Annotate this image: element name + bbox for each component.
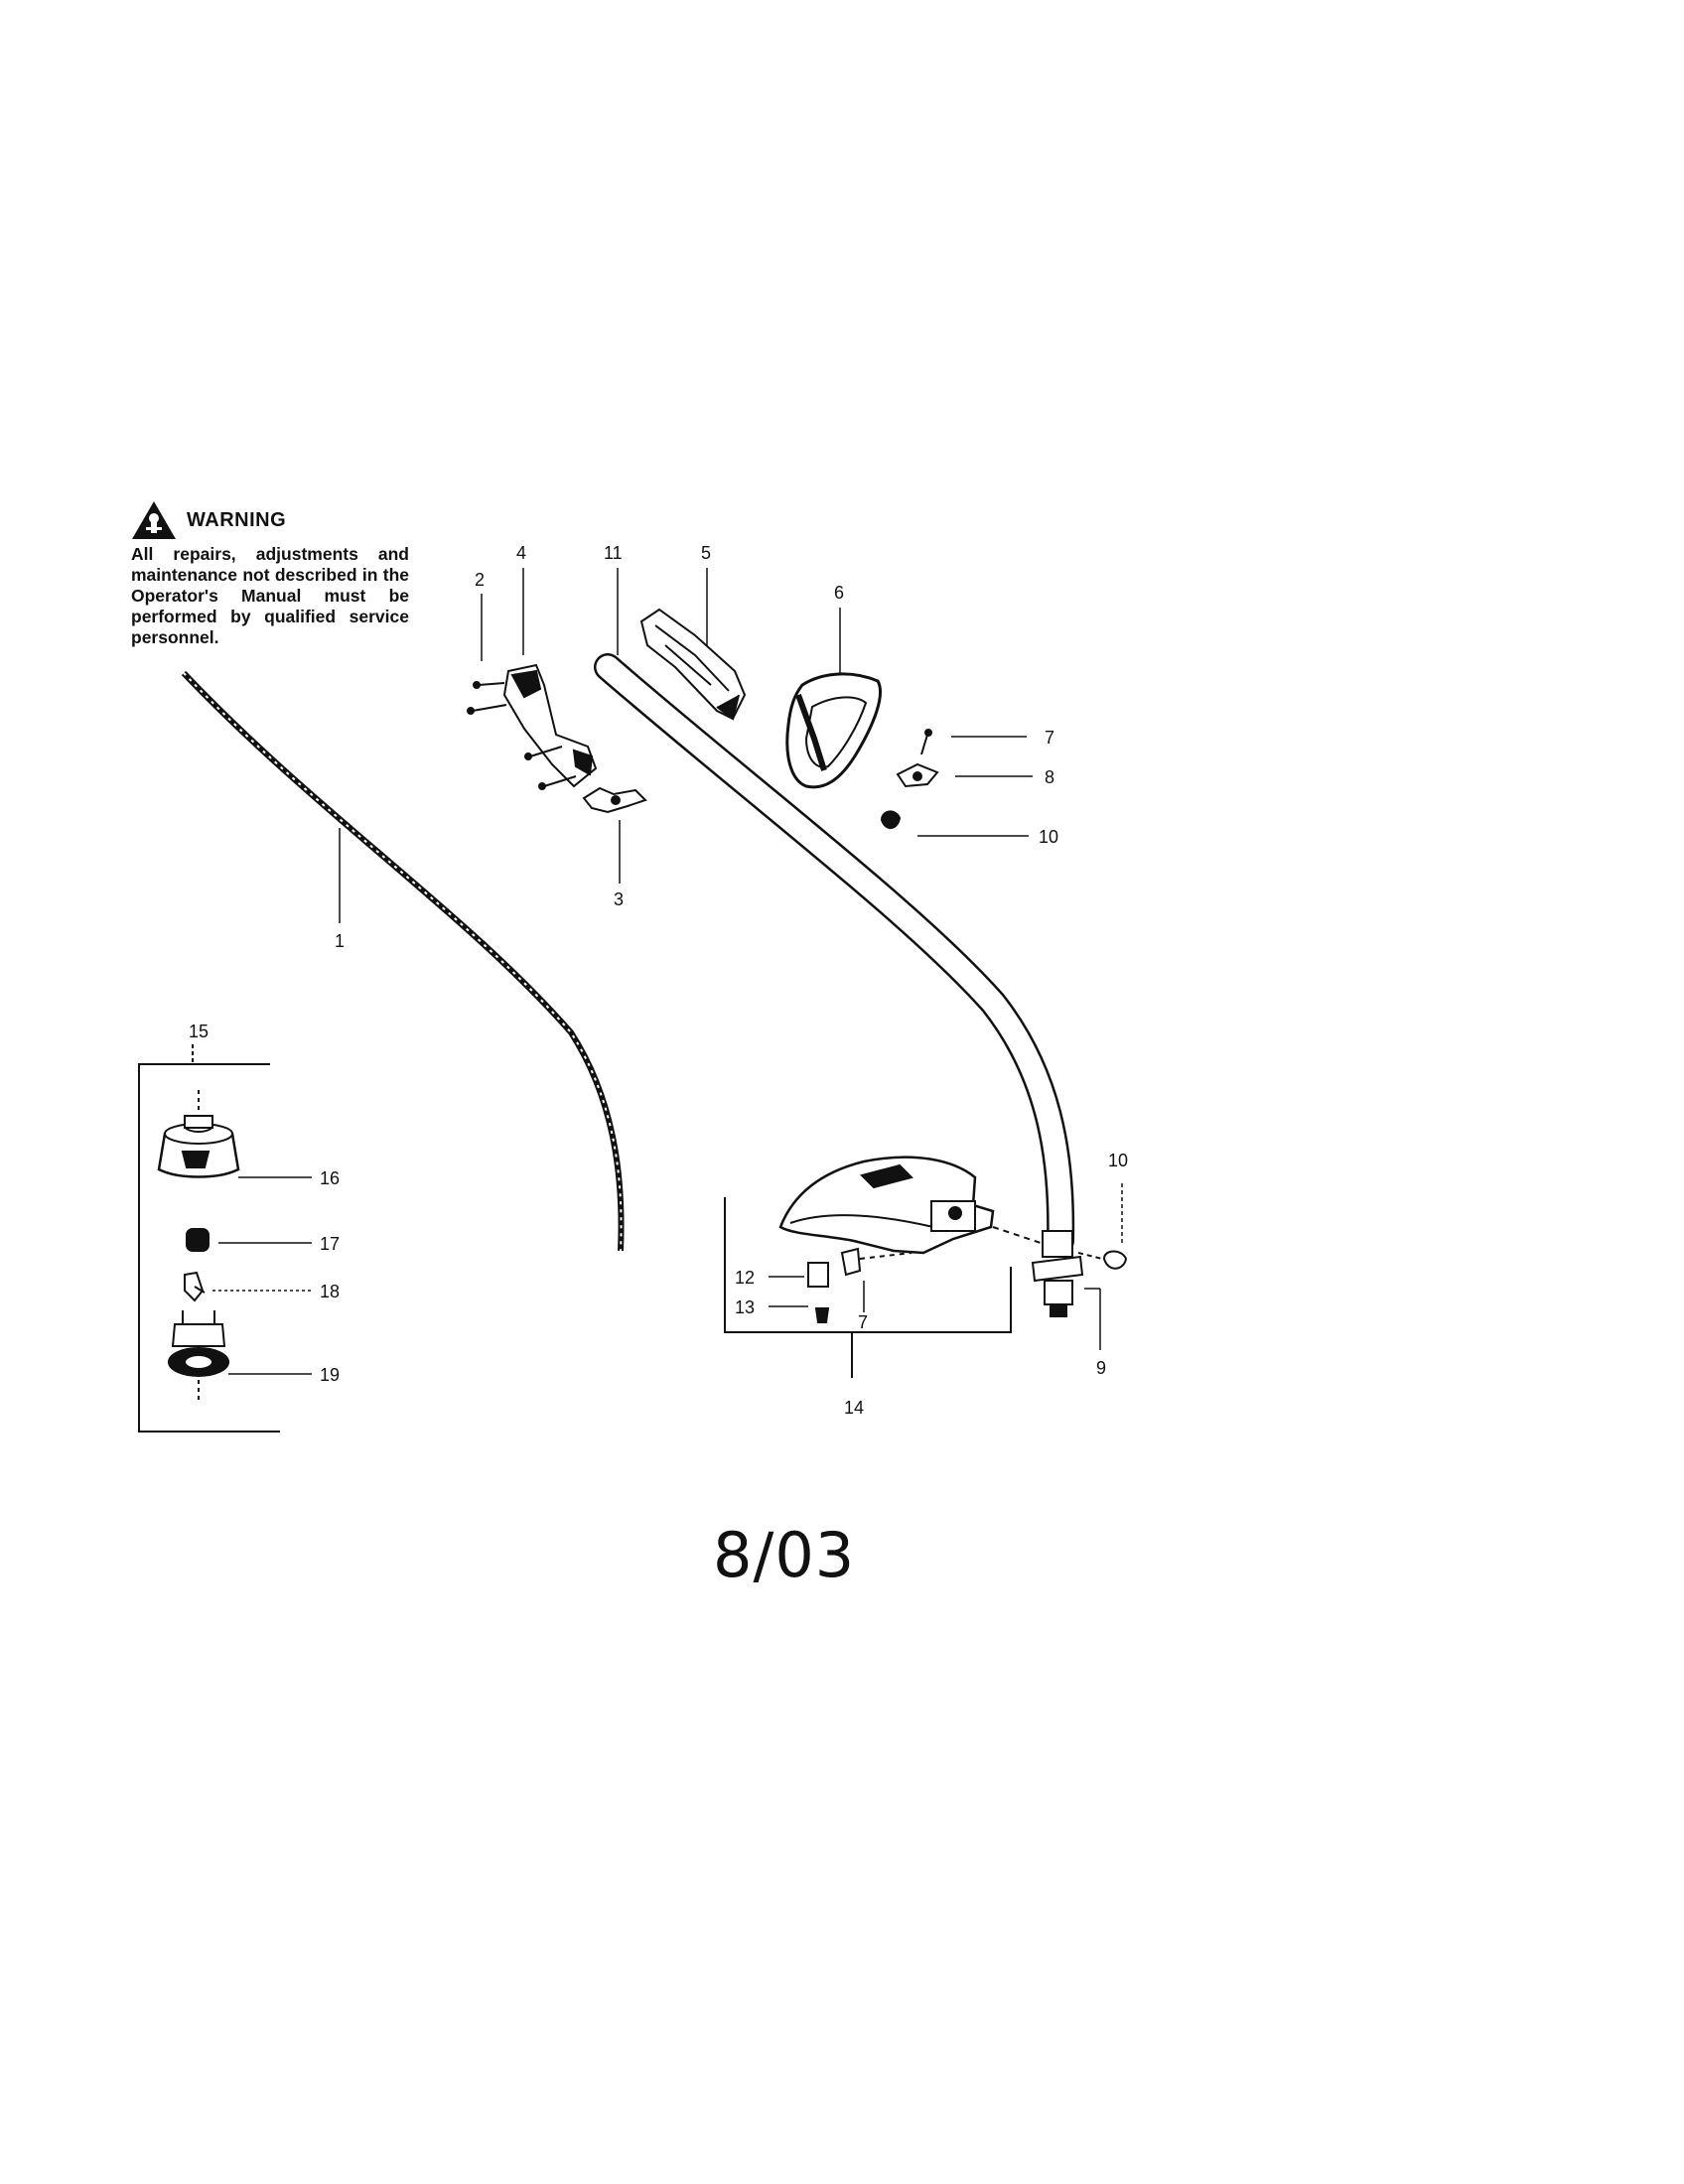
clamp-knob bbox=[582, 786, 647, 814]
spool-assembly bbox=[157, 1090, 240, 1400]
assembly-brackets bbox=[138, 1044, 1012, 1433]
label-part-17: 17 bbox=[320, 1234, 340, 1254]
label-part-5: 5 bbox=[701, 543, 711, 563]
label-part-9: 9 bbox=[1096, 1358, 1106, 1378]
label-part-11: 11 bbox=[604, 543, 623, 563]
handle-hardware bbox=[880, 729, 939, 829]
label-part-15: 15 bbox=[189, 1022, 209, 1041]
label-part-1: 1 bbox=[335, 931, 345, 951]
warning-title: WARNING bbox=[187, 508, 287, 531]
loop-handle bbox=[785, 672, 883, 789]
handle-bracket bbox=[467, 663, 598, 790]
label-part-12: 12 bbox=[735, 1268, 755, 1288]
shield-bracket bbox=[807, 1247, 912, 1323]
part-number-labels: 1 2 3 4 5 6 7 8 10 11 15 16 17 18 19 10 … bbox=[189, 543, 1128, 1418]
label-part-13: 13 bbox=[735, 1297, 755, 1317]
handle-grip bbox=[639, 608, 747, 721]
leader-lines bbox=[212, 568, 1123, 1375]
warning-text: All repairs, adjustments and maintenance… bbox=[131, 544, 409, 647]
warning-triangle-icon bbox=[132, 501, 176, 539]
date-code: 8/03 bbox=[713, 1519, 856, 1591]
warning-notice: WARNING All repairs, adjustments and mai… bbox=[131, 500, 419, 648]
label-part-14: 14 bbox=[844, 1398, 864, 1418]
label-part-2: 2 bbox=[475, 570, 485, 590]
label-part-3: 3 bbox=[614, 889, 624, 909]
label-part-10-b: 10 bbox=[1108, 1151, 1128, 1170]
debris-shield bbox=[778, 1156, 1042, 1255]
shaft-tube bbox=[594, 653, 1075, 1255]
gear-head bbox=[1031, 1230, 1084, 1317]
label-part-6: 6 bbox=[834, 583, 844, 603]
label-part-4: 4 bbox=[516, 543, 526, 563]
label-part-8: 8 bbox=[1045, 767, 1054, 787]
label-part-10: 10 bbox=[1039, 827, 1058, 847]
label-part-16: 16 bbox=[320, 1168, 340, 1188]
label-part-19: 19 bbox=[320, 1365, 340, 1385]
label-part-18: 18 bbox=[320, 1282, 340, 1301]
label-part-7: 7 bbox=[1045, 728, 1054, 748]
label-part-7-b: 7 bbox=[858, 1312, 868, 1332]
drive-cable bbox=[181, 670, 625, 1252]
